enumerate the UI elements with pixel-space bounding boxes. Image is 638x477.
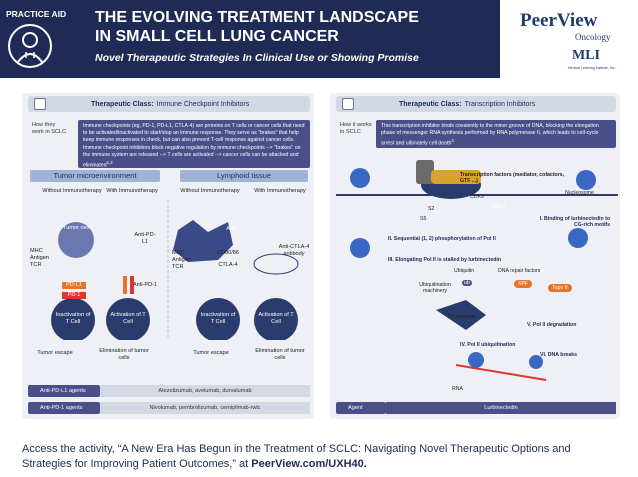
inactivation-1: Inactivation of T Cell [55, 312, 91, 325]
agent-label-pd-l1: Anti-PD-L1 agents [28, 385, 100, 397]
anti-ctla-4-label: Anti-CTLA-4 antibody [278, 244, 310, 257]
without-immunotherapy-1: Without Immunotherapy [42, 188, 102, 194]
transcription-diagram [336, 160, 618, 381]
tumor-escape-1: Tumor escape [37, 350, 73, 356]
nucleosome-label: Nucleosome [565, 190, 594, 196]
right-description: This transcription inhibitor binds coval… [376, 120, 616, 148]
cd80-86-label: CD80/86 [216, 250, 240, 256]
agent-value-right: Lurbinectedin [386, 402, 616, 414]
activation-2: Activation of T Cell [258, 312, 294, 325]
dna-icon [342, 98, 354, 110]
left-description: Immune checkpoints (eg, PD-1, PD-L1, CTL… [78, 120, 310, 169]
right-class-bar: Therapeutic Class:Transcription Inhibito… [336, 96, 616, 112]
step-6: VI. DNA breaks [540, 352, 577, 358]
agent-value-pd-1: Nivolumab, pembrolizumab, cemiplimab-rwl… [100, 402, 310, 414]
pd-l1-label: PD-L1 [62, 282, 86, 289]
cdk9-label: CDK9 [470, 194, 484, 200]
s2-label: S2 [428, 206, 435, 212]
left-how-label: How they work in SCLC [32, 122, 67, 135]
mhc-label-1: MHC Antigen TCR [30, 248, 49, 268]
tumor-escape-2: Tumor escape [193, 350, 229, 356]
tumor-cell-label: Tumor cell [63, 225, 89, 231]
anti-pd-l1-label: Anti-PD-L1 [134, 232, 156, 245]
topo-badge: Topo II [548, 284, 572, 292]
agent-label-right: Agent [336, 402, 386, 414]
s5-label: S5 [420, 216, 427, 222]
left-class-bar: Therapeutic Class:Immune Checkpoint Inhi… [28, 96, 310, 112]
cdk7-label: CDK7 [492, 204, 506, 210]
dna-repair-label: DNA repair factors [498, 268, 541, 274]
pd-1-label: PD-1 [62, 292, 86, 299]
elimination-2: Elimination of tumor cells [255, 348, 305, 361]
tab-tumor-microenvironment: Tumor microenvironment [30, 170, 160, 182]
anti-pd-1-label: Anti-PD-1 [132, 282, 158, 288]
peerview-logo: PeerView [520, 10, 598, 31]
activation-1: Activation of T Cell [110, 312, 146, 325]
step-3: III. Elongating Pol II is stalled by lur… [388, 257, 501, 263]
inactivation-2: Inactivation of T Cell [200, 312, 236, 325]
settings-icon [34, 98, 46, 110]
step-1: I. Binding of lurbinectedin to CG-rich m… [539, 216, 610, 228]
header-band [0, 0, 500, 78]
xpf-badge: XPF [514, 280, 533, 288]
footer: Access the activity, “A New Era Has Begu… [22, 443, 571, 470]
elimination-1: Elimination of tumor cells [99, 348, 149, 361]
mhc-label-2: MHC Antigen TCR [172, 250, 191, 270]
ctla-4-label: CTLA-4 [218, 262, 238, 268]
footer-link[interactable]: PeerView.com/UXH40. [251, 458, 367, 470]
tab-lymphoid-tissue: Lymphoid tissue [180, 170, 308, 182]
apc-label: APC [226, 226, 238, 232]
right-how-label: How it works in SCLC [340, 122, 372, 135]
step-4: IV. Pol II ubiquitination [460, 342, 516, 348]
rna-label: RNA [452, 386, 463, 392]
agent-value-pd-l1: Atezolizumab, avelumab, durvalumab [100, 385, 310, 397]
ub-machinery-label: Ubiquitination machinery [419, 282, 451, 294]
agent-label-pd-1: Anti-PD-1 agents [28, 402, 100, 414]
page-subtitle: Novel Therapeutic Strategies In Clinical… [95, 52, 419, 64]
immune-diagram [51, 200, 299, 340]
tf-label: Transcription factors (mediator, cofacto… [460, 172, 565, 184]
step-5: V. Pol II degradation [527, 322, 577, 328]
oncology-label: Oncology [575, 32, 611, 42]
ub-badge: ub [462, 280, 472, 286]
with-immunotherapy-2: With Immunotherapy [254, 188, 306, 194]
step-2: II. Sequential (1, 2) phosphorylation of… [388, 236, 496, 242]
doctor-icon [8, 24, 52, 68]
with-immunotherapy-1: With Immunotherapy [106, 188, 158, 194]
mli-logo: MLI [572, 48, 600, 63]
ubiquitin-label: Ubiquitin [454, 268, 475, 274]
practice-aid-badge: PRACTICE AID [6, 9, 67, 19]
without-immunotherapy-2: Without Immunotherapy [180, 188, 240, 194]
proteasome-label: Proteasome [448, 314, 476, 320]
mli-sub: Medical Learning Institute, Inc. [568, 66, 616, 70]
